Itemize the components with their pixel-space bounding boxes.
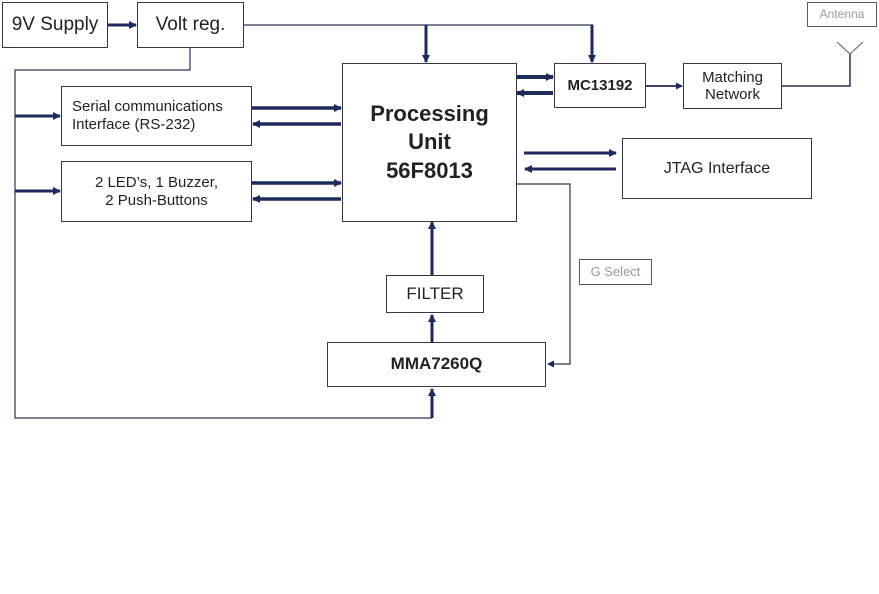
transceiver-label: MC13192: [567, 76, 633, 94]
voltage-regulator-label: Volt reg.: [155, 13, 226, 35]
wire-matching-to-antenna: [782, 54, 851, 87]
transceiver-block: MC13192: [554, 63, 646, 108]
wire-regulator-left-rail: [14, 48, 432, 419]
serial-interface-label: Serial communications Interface (RS-232): [72, 98, 223, 133]
supply-block: 9V Supply: [2, 2, 108, 48]
g-select-label: G Select: [590, 264, 641, 280]
antenna-icon: [836, 41, 864, 55]
serial-interface-block: Serial communications Interface (RS-232): [61, 86, 252, 146]
io-label: 2 LED’s, 1 Buzzer, 2 Push-Buttons: [94, 173, 219, 209]
jtag-label: JTAG Interface: [663, 159, 771, 177]
accelerometer-block: MMA7260Q: [327, 342, 546, 387]
antenna-label-block: Antenna: [807, 2, 877, 27]
io-block: 2 LED’s, 1 Buzzer, 2 Push-Buttons: [61, 161, 252, 222]
wire-gselect: [516, 183, 571, 368]
matching-network-label: Matching Network: [702, 68, 763, 103]
voltage-regulator-block: Volt reg.: [137, 2, 244, 48]
antenna-label: Antenna: [819, 7, 865, 22]
g-select-label-block: G Select: [579, 259, 652, 285]
filter-block: FILTER: [386, 275, 484, 313]
processing-unit-label: Processing Unit 56F8013: [370, 100, 489, 183]
processing-unit-block: Processing Unit 56F8013: [342, 63, 517, 222]
supply-label: 9V Supply: [11, 13, 99, 35]
accelerometer-label: MMA7260Q: [390, 354, 483, 374]
jtag-block: JTAG Interface: [622, 138, 812, 199]
filter-label: FILTER: [406, 283, 464, 303]
matching-network-block: Matching Network: [683, 63, 782, 109]
